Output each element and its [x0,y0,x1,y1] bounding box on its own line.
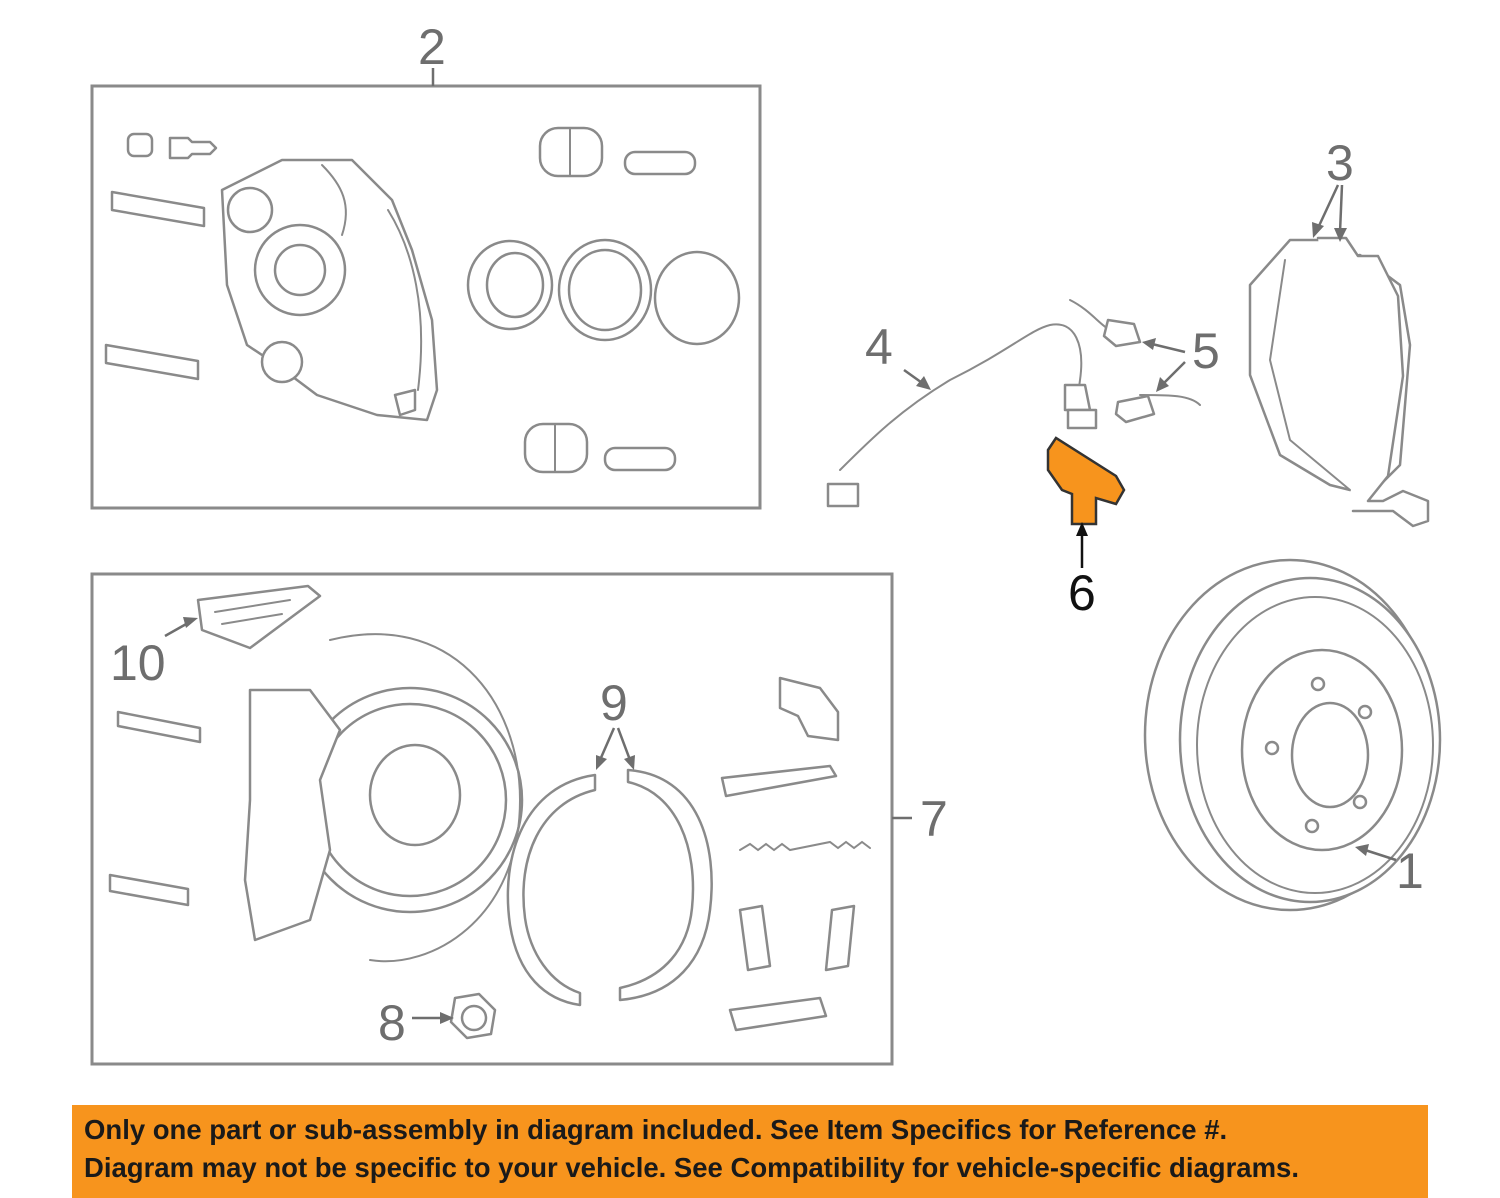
backing-plate-icon [243,633,524,963]
dust-cover-icon [196,584,322,650]
hub-nut-icon [449,992,497,1040]
brake-rotor-icon [1143,558,1442,912]
pad-clip-icon [110,190,206,228]
shoe-clip-icon [116,710,202,744]
parking-brake-shoe-icon [506,768,713,1007]
sensor-harness-icon [826,323,1098,508]
sensor-connector-icon [1069,299,1201,424]
parking-brake-group [90,572,912,1066]
leader-lines [164,184,1397,1024]
callout-3: 3 [1326,135,1354,191]
callout-7: 7 [920,791,948,847]
callout-1: 1 [1396,843,1424,899]
callout-8: 8 [378,995,406,1051]
caliper-housing-icon [220,158,439,422]
guide-pin-boot-icon [523,422,677,474]
callout-9: 9 [600,675,628,731]
hold-down-clip-icon [738,904,772,972]
wheel-speed-sensor-icon [1046,436,1126,526]
callout-6: 6 [1068,565,1096,621]
disclaimer-line-1: Only one part or sub-assembly in diagram… [84,1114,1228,1145]
hold-down-pin-icon [728,996,828,1032]
return-spring-icon [739,840,871,852]
adjuster-icon [720,764,838,798]
brake-pad-icon [1248,236,1430,528]
callout-10: 10 [110,635,166,691]
hold-down-clip-icon [824,904,856,972]
caliper-assembly-box [90,84,762,510]
guide-pin-boot-icon [538,126,697,178]
shoe-clip-icon [108,873,190,907]
bracket-icon [778,676,840,742]
guide-bolt-icon [126,132,218,160]
pad-clip-icon [104,343,200,381]
disclaimer-line-2: Diagram may not be specific to your vehi… [84,1152,1299,1183]
callout-5: 5 [1192,323,1220,379]
piston-seal-icon [466,238,741,346]
callout-4: 4 [865,319,893,375]
callout-2: 2 [418,19,446,75]
sensor-body-highlight [1046,436,1126,526]
caliper-assembly-group [90,68,762,510]
disclaimer-banner: Only one part or sub-assembly in diagram… [72,1105,1428,1198]
